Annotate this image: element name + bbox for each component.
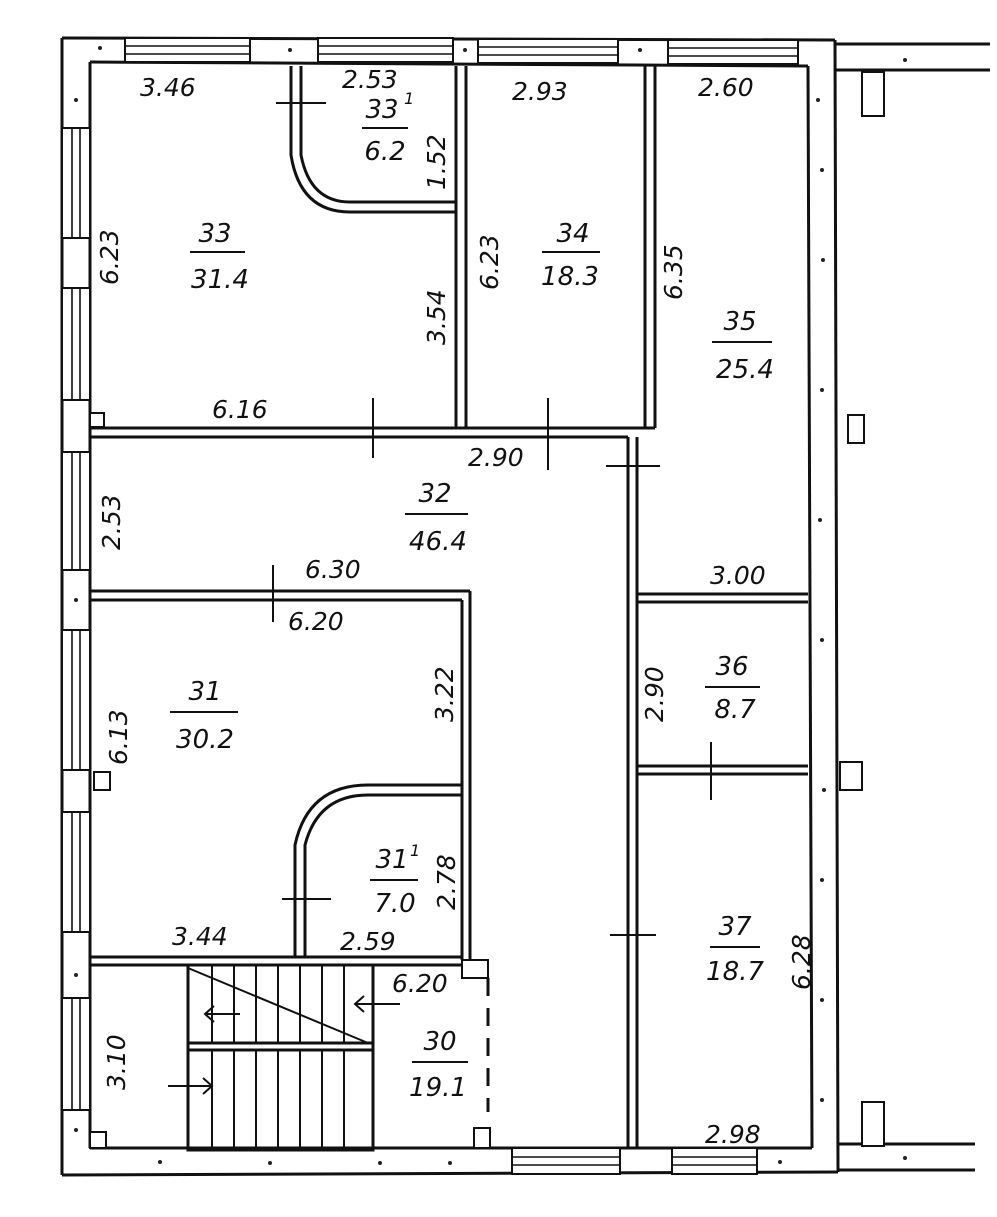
door-ticks xyxy=(272,102,712,936)
room-32-label: 32 46.4 xyxy=(405,479,468,557)
room-33-1-number: 33 xyxy=(365,95,398,125)
dim-6-30: 6.30 xyxy=(305,555,361,584)
dim-6-13: 6.13 xyxy=(104,709,133,765)
window-bottom-2 xyxy=(671,1147,758,1175)
room-36-area: 8.7 xyxy=(714,695,756,725)
room-30-label: 30 19.1 xyxy=(409,1027,468,1103)
room-34-label: 34 18.3 xyxy=(541,219,600,292)
dim-3-22: 3.22 xyxy=(430,666,459,722)
room-35-area: 25.4 xyxy=(716,355,774,385)
room-31-label: 31 30.2 xyxy=(170,677,238,755)
room-36-number: 36 xyxy=(715,652,748,682)
room-31-area: 30.2 xyxy=(176,725,234,755)
dim-2-78: 2.78 xyxy=(432,854,461,910)
dim-2-53-left: 2.53 xyxy=(97,494,126,550)
window-left-2 xyxy=(61,287,91,401)
room-31-1-area: 7.0 xyxy=(374,889,415,919)
window-bottom-1 xyxy=(511,1147,621,1175)
dim-2-98: 2.98 xyxy=(705,1120,761,1149)
dim-6-23-mid: 6.23 xyxy=(475,234,504,290)
window-left-4 xyxy=(61,629,91,771)
room-37-label: 37 18.7 xyxy=(706,912,764,987)
columns xyxy=(89,71,885,1149)
dim-6-20-lower: 6.20 xyxy=(392,969,448,998)
dim-3-44: 3.44 xyxy=(172,922,228,951)
window-top-2 xyxy=(317,37,454,63)
window-left-3 xyxy=(61,451,91,571)
dim-2-59: 2.59 xyxy=(340,927,396,956)
dim-2-60: 2.60 xyxy=(698,73,754,102)
room-33-1-label: 33 1 6.2 xyxy=(362,89,414,167)
room-32-area: 46.4 xyxy=(409,527,467,557)
dim-2-90-mid: 2.90 xyxy=(468,443,524,472)
room-34-area: 18.3 xyxy=(541,262,599,292)
room-31-1-sup: 1 xyxy=(410,841,420,860)
dim-3-54: 3.54 xyxy=(422,289,451,345)
room-35-label: 35 25.4 xyxy=(712,307,774,385)
room-31-number: 31 xyxy=(188,677,221,707)
staircase xyxy=(168,963,400,1152)
room-36-label: 36 8.7 xyxy=(705,652,760,725)
dim-6-23-left: 6.23 xyxy=(95,229,124,285)
room-32-number: 32 xyxy=(418,479,451,509)
window-left-1 xyxy=(61,127,91,239)
room-33-number: 33 xyxy=(198,219,231,249)
room-33-label: 33 31.4 xyxy=(190,219,249,295)
window-top-4 xyxy=(667,39,799,65)
dim-1-52: 1.52 xyxy=(422,134,451,190)
dim-6-16: 6.16 xyxy=(212,395,268,424)
interior-walls xyxy=(90,66,808,1148)
dim-3-00: 3.00 xyxy=(710,561,766,590)
dimensions: 3.46 2.53 2.93 2.60 1.52 6.23 6.23 3.54 … xyxy=(95,65,816,1149)
outer-walls xyxy=(60,36,990,1177)
room-31-1-label: 31 1 7.0 xyxy=(370,841,420,919)
dim-6-35: 6.35 xyxy=(659,244,688,300)
room-30-number: 30 xyxy=(423,1027,456,1057)
dim-2-90-right: 2.90 xyxy=(640,666,669,722)
window-top-3 xyxy=(477,38,619,64)
wall-hatching xyxy=(74,46,907,1165)
closet-walls xyxy=(289,66,462,957)
window-left-6 xyxy=(61,997,91,1111)
window-top-1 xyxy=(124,37,251,63)
dim-2-93: 2.93 xyxy=(512,77,568,106)
room-labels: 33 31.4 33 1 6.2 34 18.3 35 25.4 32 46.4 xyxy=(170,89,774,1103)
room-37-area: 18.7 xyxy=(706,957,764,987)
dim-6-28: 6.28 xyxy=(787,934,816,990)
room-34-number: 34 xyxy=(556,219,589,249)
dim-6-20-upper: 6.20 xyxy=(288,607,344,636)
room-33-1-sup: 1 xyxy=(404,89,414,108)
room-30-area: 19.1 xyxy=(409,1073,467,1103)
dim-2-53-top: 2.53 xyxy=(342,65,398,94)
window-left-5 xyxy=(61,811,91,933)
room-33-area: 31.4 xyxy=(191,265,249,295)
room-35-number: 35 xyxy=(723,307,756,337)
windows xyxy=(61,37,799,1175)
dim-3-46: 3.46 xyxy=(140,73,196,102)
dim-3-10: 3.10 xyxy=(102,1034,131,1090)
room-33-1-area: 6.2 xyxy=(364,137,405,167)
room-31-1-number: 31 xyxy=(375,845,408,875)
room-37-number: 37 xyxy=(718,912,752,942)
